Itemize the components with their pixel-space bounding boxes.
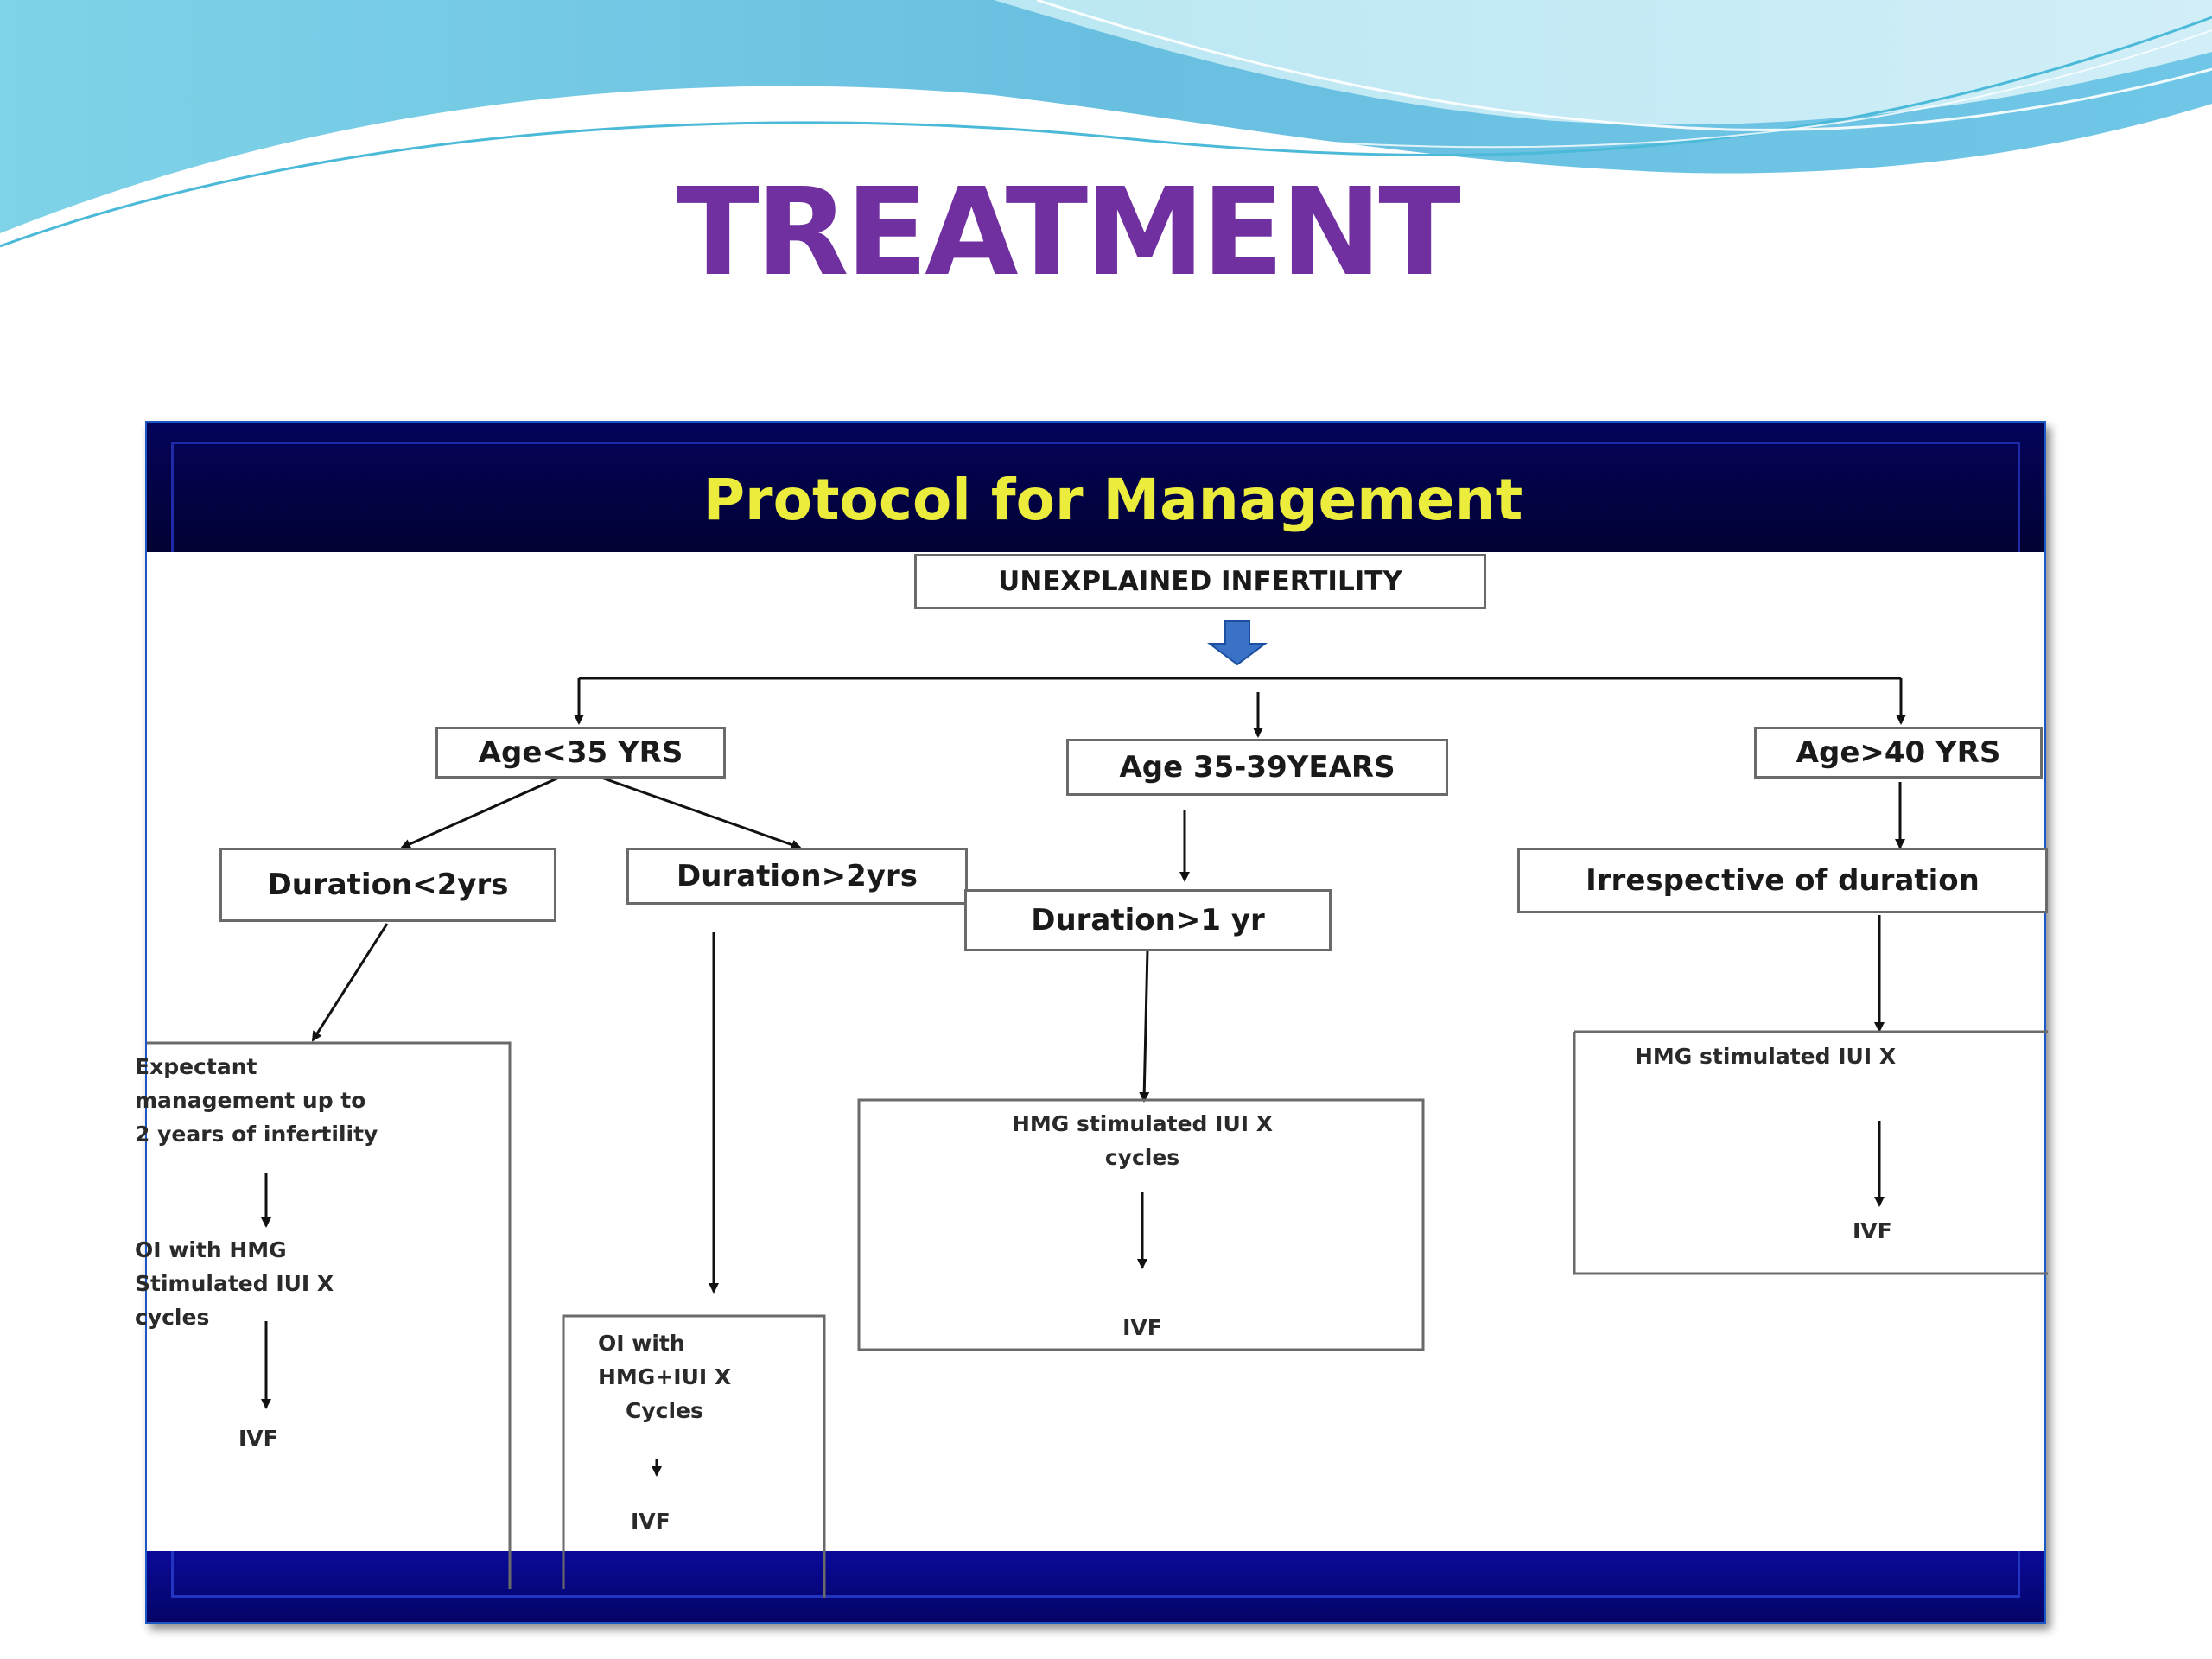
expectant-step-1: OI with HMG [135,1237,287,1262]
arrow-to-hmg-iui-cycles [1139,949,1150,1103]
hmg-iui-cycles-line-1: HMG stimulated IUI X [1011,1111,1274,1136]
oi-hmg-iui-box-outline [562,1314,826,1598]
node-duration-over-1yr: Duration>1 yr [964,889,1332,951]
node-age-under-35: Age<35 YRS [435,727,726,779]
oi-hmg-iui-line-3: Cycles [626,1398,703,1423]
hmg-iui-x-ivf: IVF [1853,1218,1892,1243]
hmg-iui-cycles-line-2: cycles [1104,1145,1180,1170]
node-irrespective-duration: Irrespective of duration [1517,848,2048,913]
hmg-iui-x-box-outline [1573,1030,2048,1275]
node-duration-under-2yrs: Duration<2yrs [219,848,556,922]
protocol-title: Protocol for Management [702,467,1523,533]
oi-hmg-iui-ivf: IVF [631,1509,671,1534]
protocol-header-bar [147,423,2044,552]
expectant-ivf: IVF [238,1426,278,1451]
hmg-iui-cycles-ivf: IVF [1122,1315,1162,1340]
protocol-footer-bar [147,1551,2044,1622]
node-age-35-39: Age 35-39YEARS [1066,739,1448,796]
arrow-to-duration-over-2 [588,772,802,850]
expectant-line-1: Expectant [135,1054,257,1079]
hmg-iui-cycles-box-outline [857,1098,1425,1351]
flow-connectors [147,620,2048,1598]
expectant-step-2: Stimulated IUI X [135,1271,334,1296]
oi-hmg-iui-line-1: OI with [598,1331,685,1356]
hmg-iui-x-line-1: HMG stimulated IUI X [1635,1044,1897,1069]
node-duration-over-2yrs: Duration>2yrs [626,848,968,905]
expectant-line-3: 2 years of infertility [135,1122,378,1147]
blue-down-arrow-icon [1207,620,1268,666]
oi-hmg-iui-line-2: HMG+IUI X [598,1364,732,1389]
slide-title: TREATMENT [677,162,1461,303]
expectant-step-3: cycles [135,1305,210,1330]
expectant-line-2: management up to [135,1088,366,1113]
node-unexplained-infertility: UNEXPLAINED INFERTILITY [914,554,1486,609]
header-swoosh-decoration [0,0,2212,248]
node-age-over-40: Age>40 YRS [1754,727,2043,779]
expectant-box-outline [147,1041,512,1589]
arrow-to-duration-under-2 [400,772,569,849]
protocol-image: Protocol for Management [135,421,2048,1624]
arrow-to-expectant [311,923,389,1042]
